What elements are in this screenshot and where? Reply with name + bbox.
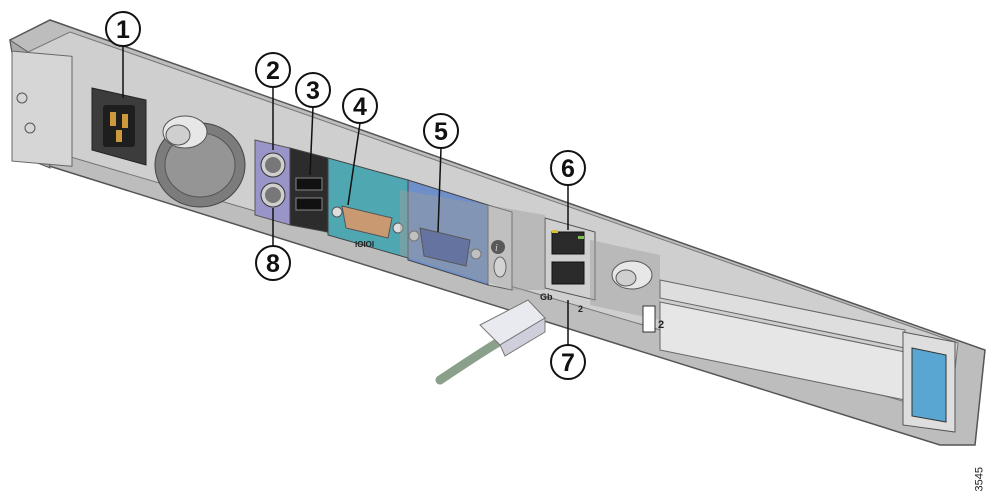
info-icon-label: i <box>495 243 498 254</box>
ps2-keyboard-port <box>260 152 286 178</box>
thumbscrew-right <box>611 260 653 290</box>
callout-8: 8 <box>255 245 291 281</box>
callout-6: 6 <box>550 150 586 186</box>
callout-7: 7 <box>550 344 586 380</box>
info-icon: i <box>491 240 507 278</box>
callout-1-number: 1 <box>116 16 130 44</box>
callout-1: 1 <box>105 11 141 47</box>
callout-5: 5 <box>423 113 459 149</box>
pcie-slot-label: 2 <box>658 319 664 331</box>
callout-7-number: 7 <box>561 349 575 377</box>
callout-2: 2 <box>255 52 291 88</box>
serial-port: IOIOI <box>331 205 404 249</box>
ethernet-ports: Gb 2 <box>540 217 596 314</box>
callout-4-number: 4 <box>353 93 367 121</box>
ethernet-port-label: 2 <box>578 304 583 314</box>
callout-leaders <box>122 45 569 345</box>
usb-ports <box>295 177 323 211</box>
ethernet-cable <box>435 299 546 385</box>
callout-8-number: 8 <box>266 250 280 278</box>
vent-honeycomb <box>400 190 660 320</box>
callout-4: 4 <box>342 88 378 124</box>
callout-2-number: 2 <box>266 57 280 85</box>
callout-3: 3 <box>295 72 331 108</box>
callout-5-number: 5 <box>434 118 448 146</box>
rack-handle <box>902 331 956 433</box>
callout-6-number: 6 <box>561 155 575 183</box>
callout-3-number: 3 <box>306 77 320 105</box>
ethernet-label: Gb <box>540 292 553 302</box>
figure-id-label: 3545 <box>973 467 985 491</box>
vga-port <box>408 227 482 267</box>
ps2-mouse-port <box>260 182 286 208</box>
power-supply <box>91 87 246 208</box>
serial-port-label: IOIOI <box>355 240 374 249</box>
